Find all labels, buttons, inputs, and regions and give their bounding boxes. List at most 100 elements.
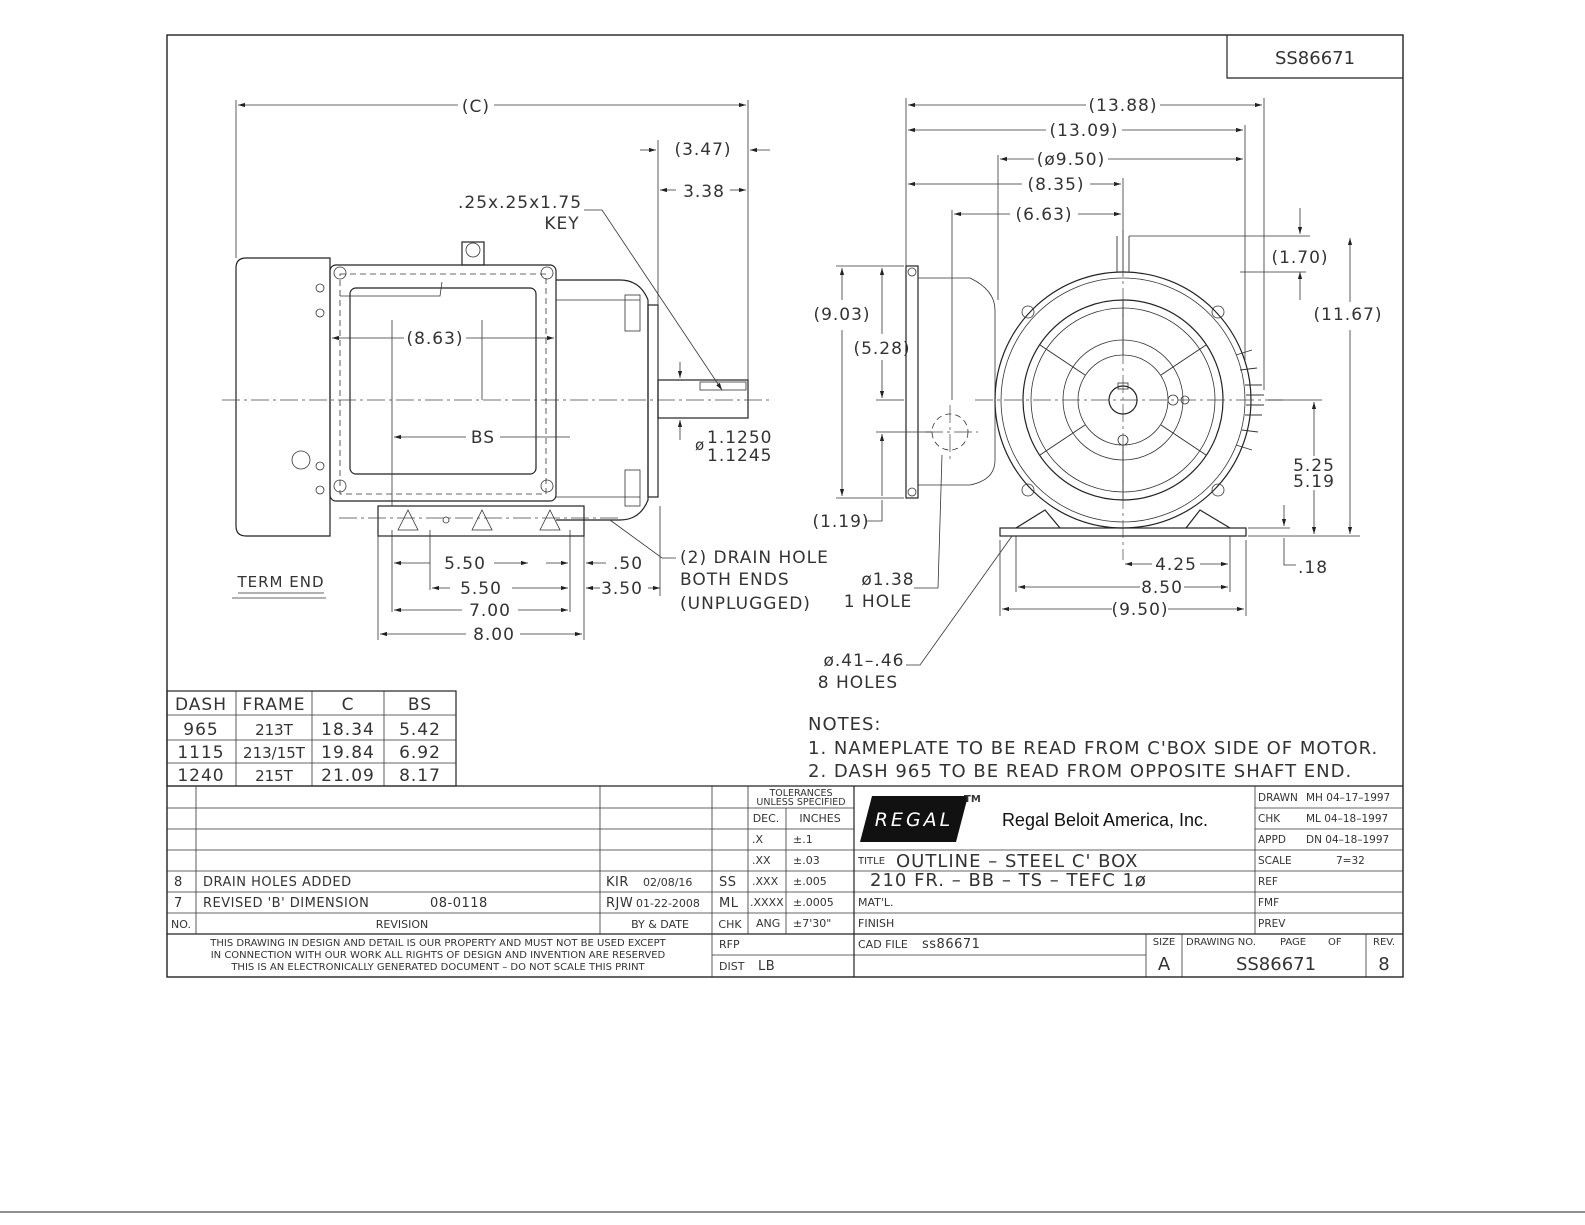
term-end-label: TERM END <box>236 573 324 591</box>
dim-4-25: 4.25 <box>1155 555 1197 575</box>
dim-8-35: (8.35) <box>1027 175 1084 195</box>
tol-cell: .XXX <box>752 875 779 888</box>
note-1: 1. NAMEPLATE TO BE READ FROM C'BOX SIDE … <box>808 738 1378 759</box>
rev-header-by: BY & DATE <box>631 918 689 931</box>
drain-line3: (UNPLUGGED) <box>680 594 811 614</box>
rfp-label: RFP <box>719 938 740 951</box>
drain-line1: (2) DRAIN HOLE <box>680 548 829 568</box>
dim-8-50: 8.50 <box>1141 578 1183 598</box>
tol-dec: DEC. <box>753 812 780 825</box>
dash-cell: 215T <box>255 767 294 785</box>
dash-header-frame: FRAME <box>243 695 306 715</box>
shaft-dia-line1: 1.1250 <box>707 428 772 448</box>
tol-cell: .XX <box>752 854 771 867</box>
drawing-number-box: SS86671 <box>1226 35 1403 79</box>
rev-desc-8: DRAIN HOLES ADDED <box>203 875 352 890</box>
title-line2: 210 FR. – BB – TS – TEFC 1ø <box>870 870 1147 891</box>
drawn-label: DRAWN <box>1258 792 1298 804</box>
disclaimer-line1: THIS DRAWING IN DESIGN AND DETAIL IS OUR… <box>209 938 666 949</box>
shaft-dia-line2: 1.1245 <box>707 446 772 466</box>
dash-table: DASH FRAME C BS 965 213T 18.34 5.42 1115… <box>166 690 457 787</box>
dist-label: DIST <box>719 960 745 973</box>
dim-0-18: .18 <box>1298 558 1328 578</box>
dim-9-50: (9.50) <box>1111 600 1168 620</box>
scale-value: 7=32 <box>1336 855 1365 867</box>
dash-cell: 6.92 <box>399 743 441 763</box>
tol-title-1: TOLERANCES <box>768 788 832 799</box>
dash-cell: 213/15T <box>243 744 306 762</box>
side-view-dimensions: (C) (3.47) 3.38 .25x.25x1.75 KEY (8.63) … <box>232 97 829 645</box>
dim-bs: BS <box>471 428 495 448</box>
rev-date-7: 01-22-2008 <box>636 897 700 910</box>
dim-9-03: (9.03) <box>813 305 870 325</box>
title-line1: OUTLINE – STEEL C' BOX <box>896 851 1139 872</box>
chk-label: CHK <box>1258 813 1281 825</box>
dim-c: (C) <box>462 97 490 117</box>
dim-8-00: 8.00 <box>473 625 515 645</box>
cad-file-value: ss86671 <box>922 937 980 952</box>
tol-cell: .X <box>752 833 763 846</box>
dash-cell: 19.84 <box>321 743 375 763</box>
dim-5-50a: 5.50 <box>444 554 486 574</box>
dash-cell: 213T <box>255 721 294 739</box>
notes-title: NOTES: <box>808 714 882 735</box>
dash-header-bs: BS <box>408 695 432 715</box>
key-line1: .25x.25x1.75 <box>458 193 582 213</box>
dash-cell: 965 <box>183 720 218 740</box>
fmf-label: FMF <box>1258 897 1279 909</box>
drawing-number-top: SS86671 <box>1275 48 1355 69</box>
sheet-border <box>166 34 1404 978</box>
tol-title-2: UNLESS SPECIFIED <box>756 797 845 808</box>
dash-cell: 1240 <box>177 766 224 786</box>
dim-13-09: (13.09) <box>1050 121 1119 141</box>
rev-no-8: 8 <box>174 875 183 890</box>
dim-1-70: (1.70) <box>1271 248 1328 268</box>
cad-file-label: CAD FILE <box>858 938 908 951</box>
holes8-line2: 8 HOLES <box>818 673 898 693</box>
key-line2: KEY <box>544 214 579 234</box>
svg-text:ø: ø <box>695 436 704 454</box>
rev-date-8: 02/08/16 <box>643 876 692 889</box>
rev-chk-8: SS <box>719 875 737 890</box>
dim-3-38: 3.38 <box>683 182 725 202</box>
appd-value: DN 04–18–1997 <box>1306 834 1389 846</box>
rev-ref-7: 08-0118 <box>430 896 488 911</box>
disclaimer-line3: THIS IS AN ELECTRONICALLY GENERATED DOCU… <box>230 962 645 973</box>
hole138-line1: ø1.38 <box>861 570 914 590</box>
scale-label: SCALE <box>1258 855 1292 867</box>
notes: NOTES: 1. NAMEPLATE TO BE READ FROM C'BO… <box>808 714 1378 782</box>
dim-3-47: (3.47) <box>674 140 731 160</box>
matl-label: MAT'L. <box>858 896 894 909</box>
hole138-line2: 1 HOLE <box>844 592 913 612</box>
page-label: PAGE <box>1280 937 1306 948</box>
logo-text: REGAL <box>875 809 954 831</box>
of-label: OF <box>1328 937 1342 948</box>
holes8-line1: ø.41–.46 <box>824 651 905 671</box>
rev-label: REV. <box>1373 937 1395 948</box>
dim-0-50: .50 <box>613 554 643 574</box>
company-name: Regal Beloit America, Inc. <box>1002 810 1208 830</box>
front-view <box>905 230 1285 560</box>
dash-cell: 21.09 <box>321 766 375 786</box>
dash-cell: 5.42 <box>399 720 441 740</box>
dim-5-28: (5.28) <box>853 339 910 359</box>
dim-5-19: 5.19 <box>1293 472 1335 492</box>
appd-label: APPD <box>1258 834 1286 846</box>
chk-value: ML 04–18–1997 <box>1306 813 1388 825</box>
dim-1-19: (1.19) <box>812 512 869 532</box>
rev-header-revision: REVISION <box>376 918 428 931</box>
regal-logo: REGAL TM <box>860 794 981 842</box>
tol-inches: INCHES <box>799 812 840 825</box>
drawing-no-value: SS86671 <box>1236 954 1316 975</box>
dash-cell: 18.34 <box>321 720 375 740</box>
tol-cell: ANG <box>756 917 780 930</box>
rev-header-chk: CHK <box>718 918 742 931</box>
drain-line2: BOTH ENDS <box>680 570 790 590</box>
rev-by-8: KIR <box>606 875 629 890</box>
drawn-value: MH 04–17–1997 <box>1306 792 1390 804</box>
ref-label: REF <box>1258 876 1278 888</box>
dash-header-c: C <box>342 695 355 715</box>
dash-cell: 1115 <box>177 743 224 763</box>
dim-13-88: (13.88) <box>1089 96 1158 116</box>
